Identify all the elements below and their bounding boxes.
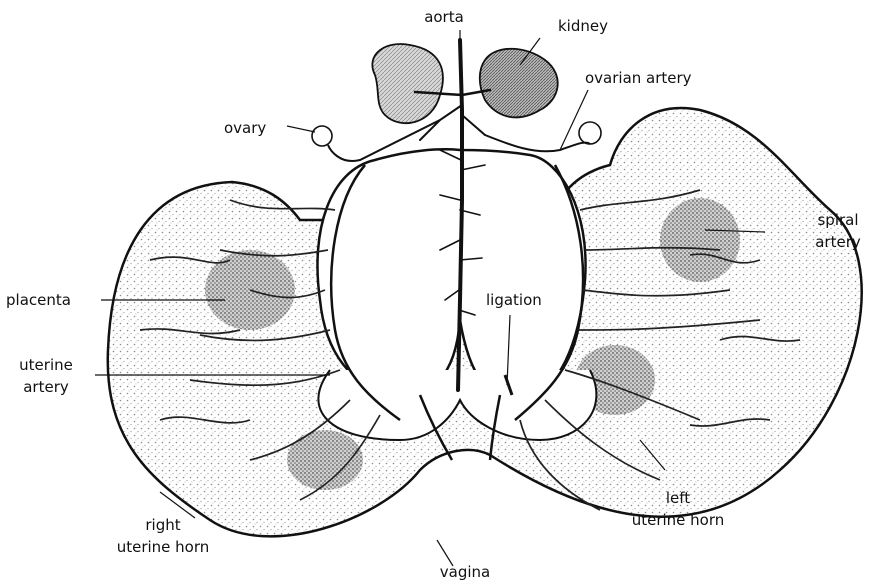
label-left-uterine-horn-line1: left (613, 488, 743, 508)
label-placenta: placenta (6, 290, 71, 310)
left-kidney (372, 44, 443, 123)
central-cavity (317, 149, 585, 400)
label-vagina: vagina (420, 562, 510, 582)
label-right-uterine-horn-line1: right (98, 515, 228, 535)
label-uterine-artery-line2: artery (0, 377, 92, 397)
label-aorta: aorta (409, 7, 479, 27)
label-uterine-artery-line1: uterine (0, 355, 92, 375)
label-right-uterine-horn-line2: uterine horn (98, 537, 228, 557)
label-ligation: ligation (486, 290, 542, 310)
right-ovary (579, 122, 601, 144)
label-ovarian-artery: ovarian artery (585, 68, 692, 88)
label-spiral-artery-line1: spiral (805, 210, 871, 230)
left-ovary (312, 126, 332, 146)
label-ovary: ovary (224, 118, 266, 138)
placenta-bottom-right-horn (287, 430, 363, 490)
placenta-right-upper (660, 198, 740, 282)
right-kidney (480, 49, 558, 118)
label-left-uterine-horn-line2: uterine horn (613, 510, 743, 530)
label-kidney: kidney (538, 16, 628, 36)
label-spiral-artery-line2: artery (805, 232, 871, 252)
